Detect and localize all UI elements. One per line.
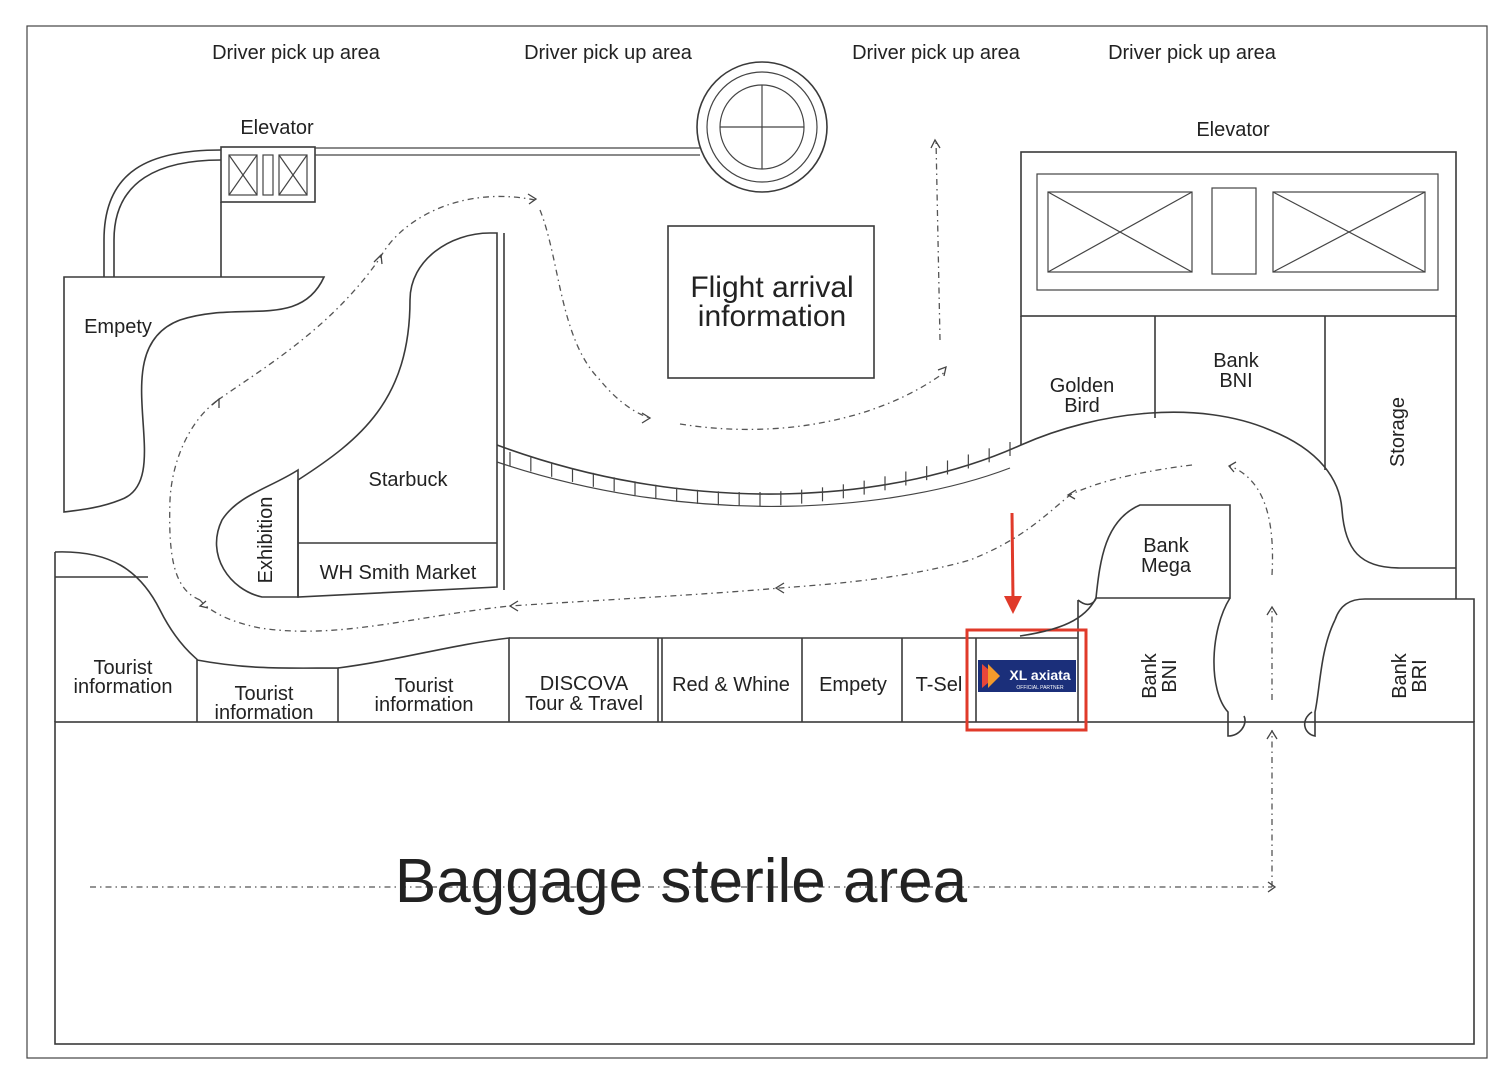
roundabout-icon: [696, 61, 828, 193]
tourist-2-line2: information: [215, 702, 314, 724]
pickup-area-1: Driver pick up area: [212, 42, 381, 64]
walkway-wall: [496, 411, 1456, 569]
walking-route: [90, 138, 1278, 893]
starbuck-label: Starbuck: [369, 469, 449, 491]
empety-top-room: [63, 276, 326, 513]
exhibition-label: Exhibition: [255, 497, 277, 584]
elevator-left-icon: [220, 146, 316, 203]
svg-text:OFFICIAL PARTNER: OFFICIAL PARTNER: [1016, 685, 1064, 691]
pickup-area-4: Driver pick up area: [1108, 42, 1277, 64]
tourist-3-line2: information: [375, 694, 474, 716]
golden-bird-line2: Bird: [1064, 395, 1100, 417]
baggage-area-label: Baggage sterile area: [395, 847, 968, 916]
discova-line2: Tour & Travel: [525, 693, 643, 715]
bank-mega-line2: Mega: [1141, 555, 1192, 577]
walkway-rail-mid: [509, 442, 1011, 507]
flight-info-line1: Flight arrival: [690, 271, 853, 304]
tourist-1-line1: Tourist: [94, 657, 153, 679]
starbuck-room: [297, 232, 498, 598]
tourist-1-line2: information: [74, 676, 173, 698]
golden-bird-line1: Golden: [1050, 375, 1115, 397]
bank-bni-top-line1: Bank: [1213, 350, 1260, 372]
shops-row: [54, 551, 1079, 722]
elevator-right-icon: [1020, 151, 1457, 317]
empety-bottom-label: Empety: [819, 674, 887, 696]
wh-smith-label: WH Smith Market: [320, 562, 477, 584]
baggage-area: [54, 721, 1475, 1045]
red-whine-label: Red & Whine: [672, 674, 790, 696]
bank-bni-top-line2: BNI: [1219, 370, 1252, 392]
bank-bri-line2: BRI: [1409, 659, 1431, 692]
empety-top-label: Empety: [84, 316, 152, 338]
bank-bni-bottom-line2: BNI: [1159, 659, 1181, 692]
discova-line1: DISCOVA: [540, 673, 629, 695]
elevator-right-label: Elevator: [1196, 119, 1270, 141]
bank-mega-room: [1095, 504, 1231, 599]
elevator-left-label: Elevator: [240, 117, 314, 139]
flight-info-line2: information: [698, 300, 846, 333]
tsel-label: T-Sel: [916, 674, 963, 696]
exhibition-room: [215, 468, 299, 598]
red-arrow-icon: [1004, 512, 1022, 614]
storage-label: Storage: [1387, 397, 1409, 467]
bank-mega-line1: Bank: [1143, 535, 1190, 557]
pickup-area-2: Driver pick up area: [524, 42, 693, 64]
highlight-box: [965, 628, 1088, 732]
tourist-2-line1: Tourist: [235, 683, 294, 705]
tourist-3-line1: Tourist: [395, 675, 454, 697]
bank-bri-line1: Bank: [1389, 652, 1411, 699]
walkway-rail-top: [315, 147, 700, 156]
flight-info-board: [667, 225, 875, 379]
xl-axiata-logo: XL axiata OFFICIAL PARTNER: [978, 660, 1076, 692]
svg-text:XL axiata: XL axiata: [1009, 667, 1070, 683]
bank-bni-bottom-line1: Bank: [1139, 652, 1161, 699]
pickup-area-3: Driver pick up area: [852, 42, 1021, 64]
outer-border: [26, 25, 1488, 1059]
